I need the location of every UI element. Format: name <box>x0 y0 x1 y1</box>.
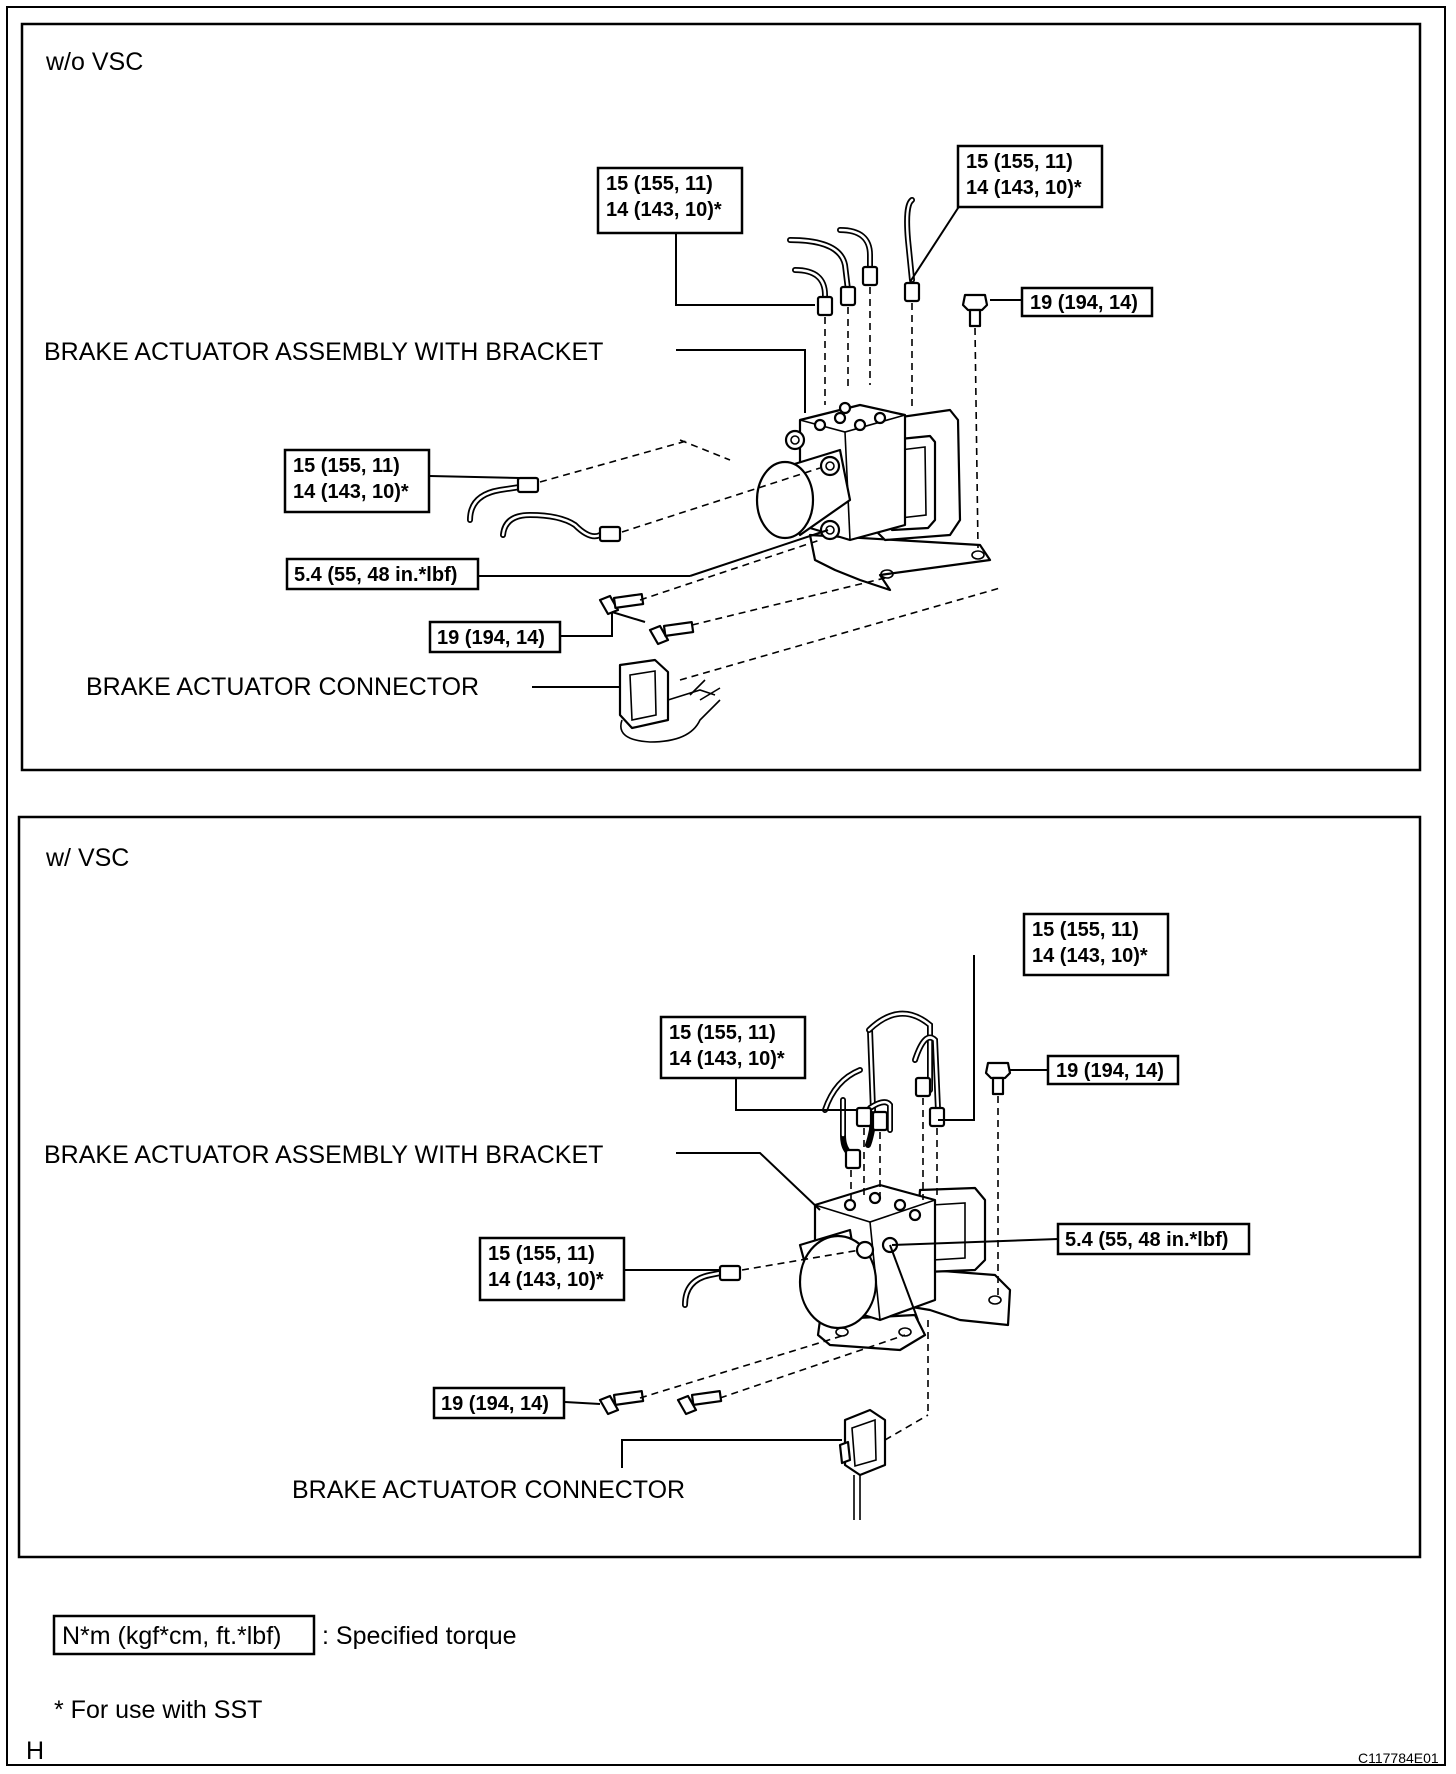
figure-code: C117784E01 <box>1358 1750 1439 1766</box>
brake-tubes-with-vsc <box>598 1010 1012 1520</box>
svg-text:14 (143, 10)*: 14 (143, 10)* <box>669 1048 785 1070</box>
actuator-drawing-without-vsc <box>755 401 992 592</box>
brake-tubes-without-vsc <box>467 197 989 743</box>
torque-box-tube-mid-with-vsc: 15 (155, 11) 14 (143, 10)* <box>659 1015 807 1080</box>
torque-box-bolt-top-with-vsc: 19 (194, 14) <box>1046 1054 1180 1086</box>
legend-torque: N*m (kgf*cm, ft.*lbf) : Specified torque <box>52 1614 517 1656</box>
svg-text:14 (143, 10)*: 14 (143, 10)* <box>606 199 722 221</box>
legend-sst-note: * For use with SST <box>54 1696 262 1724</box>
torque-box-bolt-top-without-vsc: 19 (194, 14) <box>1020 286 1154 318</box>
svg-text:15 (155, 11): 15 (155, 11) <box>966 151 1073 173</box>
svg-text:14 (143, 10)*: 14 (143, 10)* <box>293 481 409 503</box>
svg-text:5.4 (55, 48 in.*lbf): 5.4 (55, 48 in.*lbf) <box>294 564 457 586</box>
svg-text:19 (194, 14): 19 (194, 14) <box>441 1393 549 1415</box>
svg-text:19 (194, 14): 19 (194, 14) <box>1056 1060 1164 1082</box>
legend-torque-box-text: N*m (kgf*cm, ft.*lbf) <box>62 1622 281 1650</box>
torque-box-bolt-bottom-without-vsc: 19 (194, 14) <box>428 620 562 654</box>
dashed-guides-with-vsc <box>639 1096 999 1441</box>
torque-box-tube-right-without-vsc: 15 (155, 11) 14 (143, 10)* <box>956 144 1104 209</box>
dashed-guides-without-vsc <box>539 287 1001 681</box>
svg-text:14 (143, 10)*: 14 (143, 10)* <box>1032 945 1148 967</box>
page-frame <box>6 6 1446 1766</box>
footer-letter: H <box>26 1737 44 1765</box>
label-connector-without-vsc: BRAKE ACTUATOR CONNECTOR <box>86 673 479 701</box>
label-connector-with-vsc: BRAKE ACTUATOR CONNECTOR <box>292 1476 685 1504</box>
leader-lines-with-vsc <box>564 955 1059 1468</box>
svg-text:5.4 (55, 48 in.*lbf): 5.4 (55, 48 in.*lbf) <box>1065 1229 1228 1251</box>
leader-lines-without-vsc <box>429 204 1022 688</box>
svg-text:15 (155, 11): 15 (155, 11) <box>669 1022 776 1044</box>
label-actuator-assembly-with-vsc: BRAKE ACTUATOR ASSEMBLY WITH BRACKET <box>44 1141 603 1169</box>
torque-box-nut-with-vsc: 5.4 (55, 48 in.*lbf) <box>1056 1222 1251 1256</box>
panel-title-without-vsc: w/o VSC <box>45 48 143 76</box>
svg-text:15 (155, 11): 15 (155, 11) <box>488 1243 595 1265</box>
torque-box-bolt-bottom-with-vsc: 19 (194, 14) <box>432 1386 566 1420</box>
torque-box-tube-side-without-vsc: 15 (155, 11) 14 (143, 10)* <box>283 448 431 514</box>
svg-text:19 (194, 14): 19 (194, 14) <box>1030 292 1138 314</box>
svg-text:15 (155, 11): 15 (155, 11) <box>293 455 400 477</box>
panel-title-with-vsc: w/ VSC <box>45 844 129 872</box>
legend-torque-description: : Specified torque <box>322 1622 517 1650</box>
svg-text:19 (194, 14): 19 (194, 14) <box>437 627 545 649</box>
svg-text:14 (143, 10)*: 14 (143, 10)* <box>966 177 1082 199</box>
panel-with-vsc <box>17 815 1422 1559</box>
panel-without-vsc <box>20 22 1422 772</box>
svg-text:15 (155, 11): 15 (155, 11) <box>1032 919 1139 941</box>
actuator-drawing-with-vsc <box>798 1183 1012 1352</box>
torque-box-nut-without-vsc: 5.4 (55, 48 in.*lbf) <box>285 557 480 591</box>
torque-box-tube-right-with-vsc: 15 (155, 11) 14 (143, 10)* <box>1022 912 1170 977</box>
svg-text:15 (155, 11): 15 (155, 11) <box>606 173 713 195</box>
torque-box-tube-side-with-vsc: 15 (155, 11) 14 (143, 10)* <box>478 1236 626 1302</box>
label-actuator-assembly-without-vsc: BRAKE ACTUATOR ASSEMBLY WITH BRACKET <box>44 338 603 366</box>
torque-box-tube-left-without-vsc: 15 (155, 11) 14 (143, 10)* <box>596 166 744 235</box>
svg-text:14 (143, 10)*: 14 (143, 10)* <box>488 1269 604 1291</box>
